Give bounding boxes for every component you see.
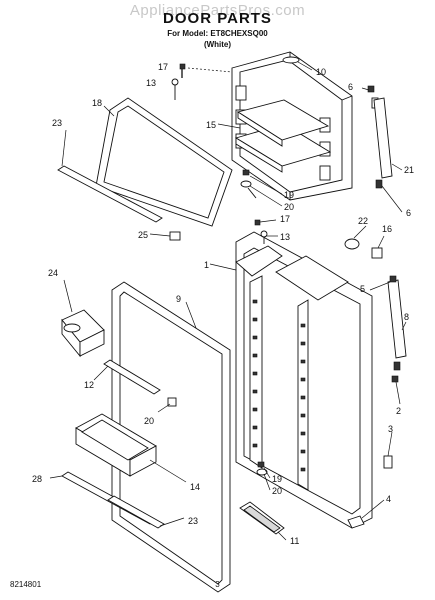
bar-23 [107, 495, 165, 529]
callout-1: 1 [204, 260, 209, 270]
callout-10: 10 [316, 67, 326, 77]
callout-25: 21 [404, 165, 414, 175]
callout-22: 20 [144, 416, 154, 426]
callout-19b: 19 [272, 474, 282, 484]
callout-16: 16 [382, 224, 392, 234]
bracket-16 [371, 247, 383, 259]
diagram-title: DOOR PARTS [163, 10, 272, 27]
refrigerator-door [235, 231, 373, 529]
stop-19-20-lower [256, 461, 268, 476]
door-bin [75, 413, 157, 477]
screw-middle [254, 219, 268, 244]
callout-14: 14 [190, 482, 200, 492]
breaker-strip-freezer [57, 165, 163, 223]
freezer-shelf [234, 99, 332, 173]
bottom-hinge [347, 515, 365, 529]
freezer-gasket [95, 97, 233, 227]
part-2 [391, 375, 399, 383]
callout-18: 18 [92, 98, 102, 108]
callout-6a: 6 [348, 82, 353, 92]
callout-5: 5 [360, 284, 365, 294]
callout-27: 25 [138, 230, 148, 240]
screw-upper [171, 63, 186, 100]
page-number: 3 [215, 580, 220, 589]
bar-12 [103, 359, 161, 395]
callout-12: 12 [84, 380, 94, 390]
leader-lines [49, 61, 407, 541]
freezer-handle [373, 97, 393, 189]
stop-19-20-upper [240, 169, 257, 199]
door-cap [282, 56, 300, 64]
dairy-compartment [61, 309, 105, 358]
model-label: For Model: ET8CHEXSQ00 [167, 29, 268, 38]
callout-20a: 20 [284, 202, 294, 212]
callout-17b: 17 [280, 214, 290, 224]
callout-26: 23 [52, 118, 62, 128]
callout-8: 8 [404, 312, 409, 322]
callout-23: 23 [188, 516, 198, 526]
watermark: AppliancePartsPros.com [129, 2, 306, 19]
callout-15: 15 [206, 120, 216, 130]
callout-28: 28 [32, 474, 42, 484]
callout-4: 4 [386, 494, 391, 504]
document-number: 8214801 [10, 580, 42, 589]
clip-27 [169, 231, 181, 241]
callout-2: 2 [396, 406, 401, 416]
clip-22 [167, 397, 177, 407]
callout-21: 22 [358, 216, 368, 226]
callout-20b: 20 [272, 486, 282, 496]
callout-11: 11 [290, 536, 299, 546]
part-3 [383, 455, 393, 469]
callout-13b: 13 [280, 232, 290, 242]
variant-label: (White) [203, 40, 232, 49]
callout-9: 9 [176, 294, 181, 304]
callout-17a: 17 [158, 62, 168, 72]
hinge-lower [389, 275, 401, 371]
callout-6b: 6 [406, 208, 411, 218]
callout-24: 24 [48, 268, 58, 278]
callout-19a: 19 [284, 190, 294, 200]
callout-13a: 13 [146, 78, 156, 88]
plug-21 [344, 238, 360, 250]
callout-3: 3 [388, 424, 393, 434]
